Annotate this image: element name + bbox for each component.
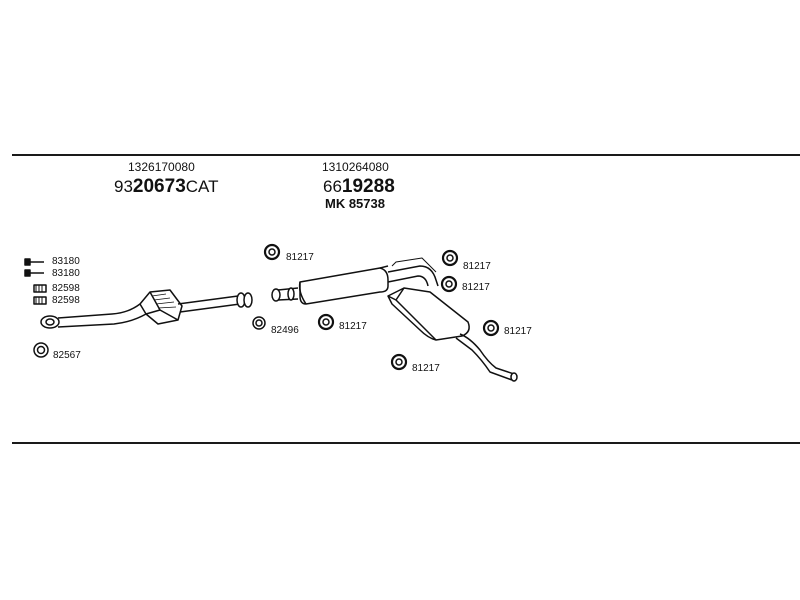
rear-silencer bbox=[387, 287, 470, 341]
rubber-ring-icon bbox=[482, 319, 500, 337]
label-ring-f: 81217 bbox=[412, 363, 440, 374]
rubber-ring-icon bbox=[440, 275, 458, 293]
rubber-ring-icon bbox=[441, 249, 459, 267]
tail-pipe bbox=[455, 333, 518, 382]
silencer-part-number: 1310264080 bbox=[322, 160, 389, 174]
rubber-ring-icon bbox=[263, 243, 281, 261]
label-ring-a: 81217 bbox=[286, 252, 314, 263]
rubber-ring-icon bbox=[390, 353, 408, 371]
label-ring-b: 81217 bbox=[339, 321, 367, 332]
label-bolt-1: 83180 bbox=[52, 256, 80, 267]
middle-silencer bbox=[298, 265, 389, 305]
catalyst-code: 9320673CAT bbox=[114, 176, 219, 197]
spring-icon bbox=[33, 296, 47, 305]
clamp-ring-icon bbox=[252, 316, 266, 330]
label-ring-d: 81217 bbox=[462, 282, 490, 293]
label-ring-e: 81217 bbox=[504, 326, 532, 337]
gasket-ring-icon bbox=[33, 342, 49, 358]
label-ring-c: 81217 bbox=[463, 261, 491, 272]
intermediate-pipe bbox=[177, 292, 253, 313]
bolt-icon bbox=[24, 269, 44, 277]
catalytic-converter bbox=[139, 289, 183, 325]
top-divider bbox=[12, 154, 800, 156]
connecting-pipe bbox=[387, 257, 439, 287]
spring-icon bbox=[33, 284, 47, 293]
catalyst-part-number: 1326170080 bbox=[128, 160, 195, 174]
label-spring-1: 82598 bbox=[52, 283, 80, 294]
front-pipe bbox=[40, 303, 147, 329]
rubber-ring-icon bbox=[317, 313, 335, 331]
silencer-code: 6619288 bbox=[323, 176, 395, 197]
label-spring-2: 82598 bbox=[52, 295, 80, 306]
label-bolt-2: 83180 bbox=[52, 268, 80, 279]
mounting-kit-number: MK 85738 bbox=[325, 196, 385, 211]
bottom-divider bbox=[12, 442, 800, 444]
bolt-icon bbox=[24, 258, 44, 266]
label-gasket: 82567 bbox=[53, 350, 81, 361]
middle-connector bbox=[271, 287, 299, 302]
label-clamp: 82496 bbox=[271, 325, 299, 336]
